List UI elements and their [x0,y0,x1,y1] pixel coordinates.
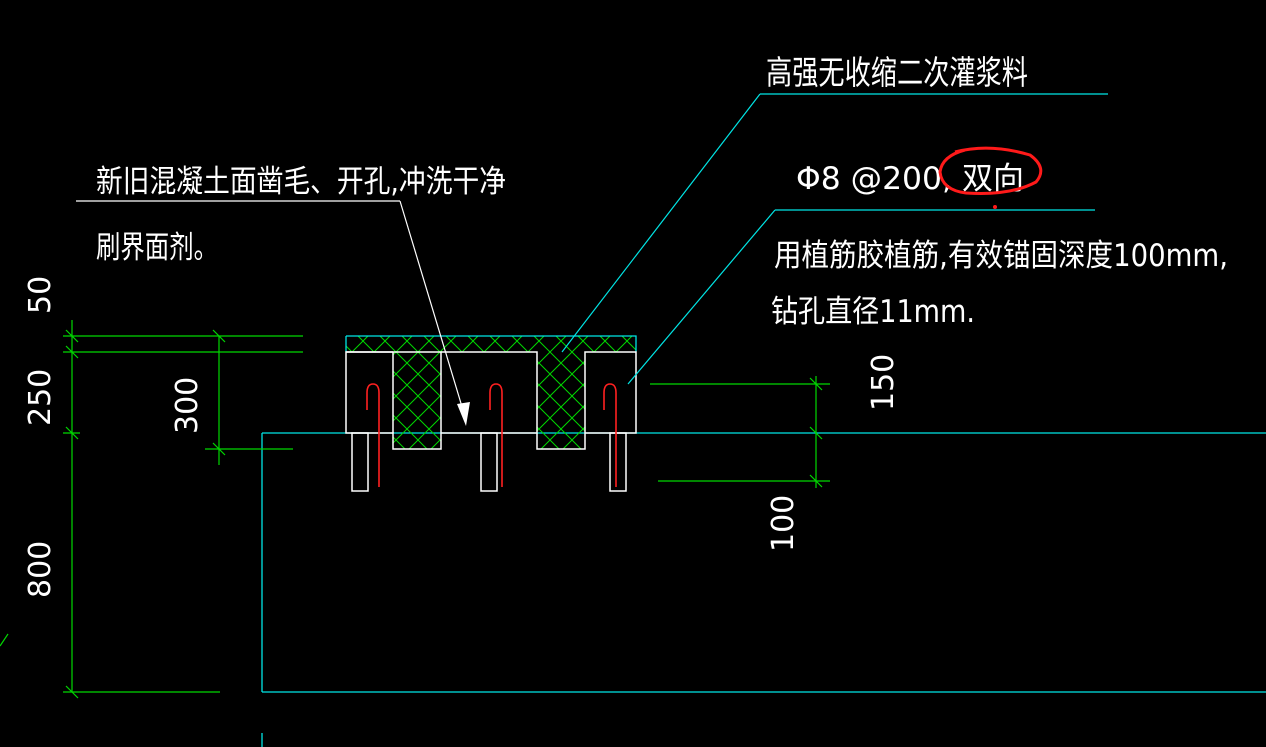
anchor-note-line1: 用植筋胶植筋,有效锚固深度100mm, [774,238,1228,274]
leader-arrowhead [457,402,470,426]
dim-300: 300 [170,377,205,434]
block-outlines [345,351,637,450]
leader-lines [561,93,1108,385]
dim-150: 150 [866,354,901,411]
grout-outline [345,335,637,352]
grout-label: 高强无收缩二次灌浆料 [766,53,1028,92]
dim-100: 100 [766,495,801,552]
anchor-note-line2: 钻孔直径11mm. [771,294,975,330]
surface-note-line2: 刷界面剂。 [96,230,218,266]
markup-circle [938,146,1043,195]
drilled-holes [351,432,627,492]
dim-250: 250 [23,369,58,426]
existing-concrete [261,432,1266,747]
rebar-spec: Φ8 @200, [796,161,952,197]
grout-hatch [346,336,636,449]
rebars [366,383,617,487]
dimension-lines [0,320,830,699]
markup-dot [993,205,997,209]
dim-50: 50 [23,276,58,314]
surface-leader [76,200,464,411]
dim-800: 800 [23,541,58,598]
rebar-direction: 双向 [962,161,1024,197]
surface-note-line1: 新旧混凝土面凿毛、开孔,冲洗干净 [96,164,506,200]
